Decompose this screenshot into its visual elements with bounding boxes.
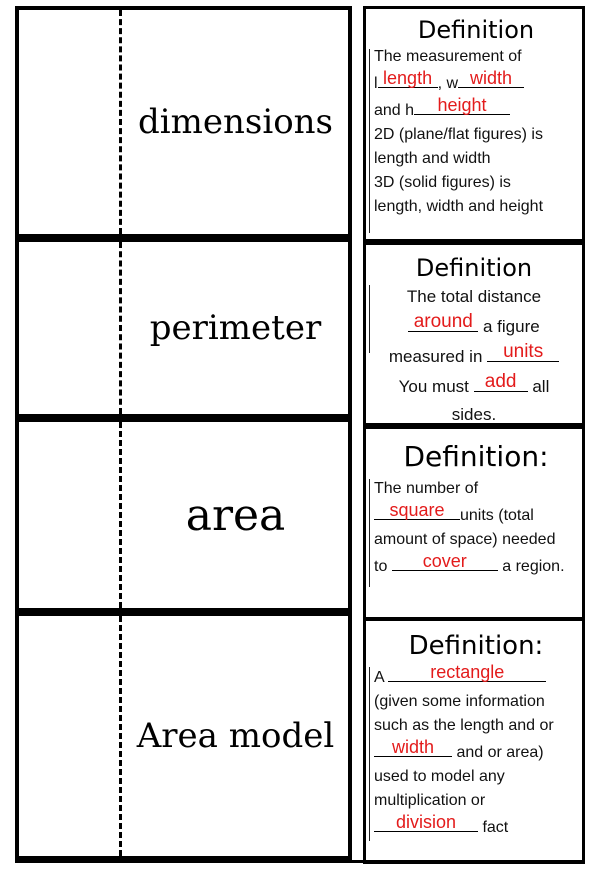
answer-text: division <box>395 812 457 832</box>
definition-card-area-model: Definition: A rectangle (given some info… <box>363 618 585 864</box>
line-text: You must <box>398 377 474 396</box>
definition-line: You must add all <box>370 371 578 401</box>
answer-text: units <box>503 341 544 362</box>
inner-divider <box>369 49 370 233</box>
term-label: area <box>185 489 286 541</box>
inner-divider <box>369 667 370 841</box>
answer-text: width <box>470 68 513 88</box>
line-text: units (total <box>460 507 534 524</box>
line-text: and h <box>374 102 415 119</box>
definition-line: square units (total <box>374 501 578 528</box>
fold-line <box>119 422 122 608</box>
definition-line: 3D (solid figures) is <box>374 171 578 195</box>
bottom-border <box>15 860 585 863</box>
definition-line: The number of <box>374 477 578 501</box>
definition-title: Definition: <box>408 631 544 661</box>
answer-text: height <box>437 95 487 115</box>
answer-text: width <box>391 737 435 757</box>
answer-text: around <box>413 311 473 332</box>
answer-blank: width <box>374 738 452 757</box>
term-card-dimensions: dimensions <box>15 6 352 238</box>
term-card-area-model: Area model <box>15 612 352 860</box>
definition-line: The measurement of <box>374 45 578 69</box>
answer-blank: division <box>374 813 478 832</box>
answer-blank: units <box>487 341 560 362</box>
answer-text: square <box>389 500 445 520</box>
answer-blank: length <box>377 68 438 88</box>
line-text: to <box>374 558 392 575</box>
answer-blank: around <box>408 311 479 332</box>
line-text: 2D (plane/flat figures) is <box>374 126 543 143</box>
definition-line: width and or area) <box>374 738 578 765</box>
definition-line: and h height <box>374 96 578 123</box>
answer-text: length <box>383 68 433 88</box>
definition-line: such as the length and or <box>374 714 578 738</box>
answer-text: add <box>484 371 517 392</box>
line-text: length and width <box>374 150 491 167</box>
definition-line: measured in units <box>370 341 578 371</box>
definition-card-area: Definition: The number of square units (t… <box>363 426 585 620</box>
line-text: amount of space) needed <box>374 531 556 548</box>
answer-text: rectangle <box>430 662 505 682</box>
answer-text: cover <box>422 551 467 571</box>
line-text: multiplication or <box>374 792 486 809</box>
answer-blank: width <box>458 68 525 88</box>
fold-line <box>119 242 122 414</box>
line-text: , w <box>437 75 459 92</box>
definition-line: multiplication or <box>374 789 578 813</box>
definition-line: to cover a region. <box>374 552 578 579</box>
line-text: and or area) <box>452 744 544 761</box>
inner-divider <box>369 285 370 353</box>
line-text: length, width and height <box>374 198 544 215</box>
answer-blank: height <box>414 95 511 115</box>
definition-line: A rectangle <box>374 663 578 690</box>
line-text: 3D (solid figures) is <box>374 174 511 191</box>
line-text: used to model any <box>374 768 505 785</box>
definition-line: The total distance <box>370 283 578 311</box>
term-card-area: area <box>15 418 352 612</box>
definition-card-perimeter: Definition The total distance around a f… <box>363 242 585 426</box>
definition-line: 2D (plane/flat figures) is <box>374 123 578 147</box>
term-label: Area model <box>136 716 335 756</box>
definition-line: length and width <box>374 147 578 171</box>
line-text: The measurement of <box>374 48 522 65</box>
term-card-perimeter: perimeter <box>15 238 352 418</box>
definition-line: (given some information <box>374 690 578 714</box>
answer-blank: square <box>374 501 460 520</box>
definition-line: division fact <box>374 813 578 840</box>
definition-line: length, width and height <box>374 195 578 219</box>
line-text: The total distance <box>406 287 542 306</box>
line-text: measured in <box>388 347 488 366</box>
line-text: all <box>527 377 550 396</box>
line-text: A <box>374 669 389 686</box>
line-text: The number of <box>374 480 479 497</box>
line-text: a region. <box>497 558 565 575</box>
definition-title: Definition: <box>403 440 549 473</box>
definition-title: Definition <box>417 16 535 44</box>
line-text: a figure <box>478 317 540 336</box>
line-text: sides. <box>451 405 497 424</box>
line-text: such as the length and or <box>374 717 554 734</box>
definition-line: used to model any <box>374 765 578 789</box>
term-label: perimeter <box>149 308 322 348</box>
definition-line: sides. <box>370 401 578 429</box>
definition-line: amount of space) needed <box>374 528 578 552</box>
line-text: l <box>374 75 378 92</box>
fold-line <box>119 616 122 856</box>
answer-blank: rectangle <box>388 662 547 682</box>
answer-blank: add <box>473 371 528 392</box>
term-label: dimensions <box>137 102 334 142</box>
fold-line <box>119 10 122 234</box>
answer-blank: cover <box>391 551 498 571</box>
line-text: (given some information <box>374 693 545 710</box>
line-text: fact <box>478 819 509 836</box>
inner-divider <box>369 479 370 587</box>
definition-line: around a figure <box>370 311 578 341</box>
definition-title: Definition <box>415 254 533 282</box>
